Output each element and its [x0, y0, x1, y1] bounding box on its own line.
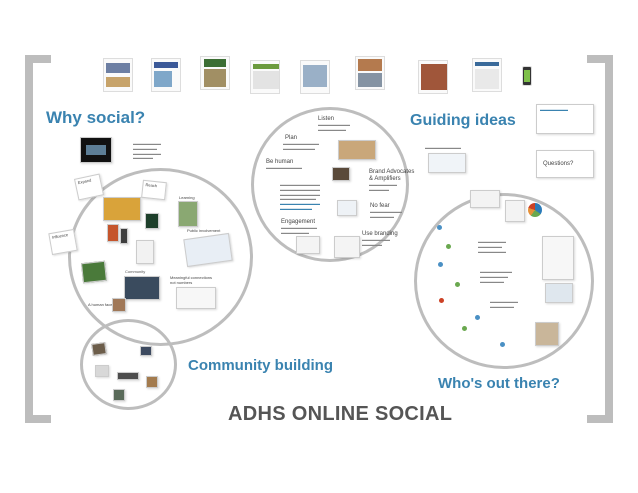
- reach-card[interactable]: Reach: [141, 180, 167, 200]
- plan-notes: ▬▬▬▬▬▬▬▬▬▬▬▬▬▬▬▬▬: [283, 142, 319, 152]
- community-photo-strip[interactable]: [117, 372, 139, 380]
- why-social-heading[interactable]: Why social?: [46, 108, 145, 128]
- social-icon-1: [437, 225, 442, 230]
- right-circle-notes-3: ▬▬▬▬▬▬▬▬▬▬▬▬▬: [490, 300, 518, 310]
- public-involvement-label: Public involvement: [187, 229, 220, 233]
- not-numbers-label: not numbers: [170, 281, 192, 285]
- engagement-notes: ▬▬▬▬▬▬▬▬▬▬▬▬▬▬▬▬: [281, 226, 317, 236]
- community-screenshot[interactable]: [124, 276, 160, 300]
- ebook-cover[interactable]: [145, 213, 159, 229]
- right-circle-notes-2: ▬▬▬▬▬▬▬▬▬▬▬▬▬▬▬▬▬▬▬▬▬: [480, 270, 512, 284]
- presentation-title: ADHS ONLINE SOCIAL: [228, 403, 452, 426]
- influence-label: Influence: [52, 233, 69, 240]
- questions-card[interactable]: Questions?: [536, 150, 594, 178]
- photo-thumb[interactable]: [535, 322, 559, 346]
- center-screenshot-1[interactable]: [296, 236, 320, 254]
- brand-advocates-notes: ▬▬▬▬▬▬▬▬▬▬▬▬: [369, 183, 397, 193]
- social-icon-6: [475, 315, 480, 320]
- right-screenshot-2[interactable]: [470, 190, 500, 208]
- expand-label: Expand: [78, 178, 92, 185]
- social-icon-3: [438, 262, 443, 267]
- center-screenshot-2[interactable]: [334, 236, 360, 258]
- right-screenshot-3[interactable]: [505, 200, 525, 222]
- center-text-block: ▬▬▬▬▬▬▬▬▬▬▬▬▬▬▬▬▬▬▬▬▬▬▬▬▬▬▬▬▬▬▬▬▬▬▬▬▬▬▬▬…: [280, 183, 320, 212]
- be-human-photo[interactable]: [332, 167, 350, 181]
- influence-card[interactable]: Influence: [48, 229, 77, 255]
- learning-card[interactable]: Learning: [178, 201, 198, 227]
- learning-label: Learning: [179, 196, 195, 200]
- community-building-heading[interactable]: Community building: [188, 357, 333, 374]
- social-icon-8: [500, 342, 505, 347]
- phone-screenshot[interactable]: [120, 228, 128, 244]
- stats-panel[interactable]: [542, 236, 574, 280]
- brand-advocates-label[interactable]: Brand Advocates: [369, 169, 414, 175]
- reach-label: Reach: [145, 183, 157, 188]
- social-icon-7: [462, 326, 467, 331]
- right-circle-notes: ▬▬▬▬▬▬▬▬▬▬▬▬▬▬▬▬▬▬▬▬: [478, 240, 506, 254]
- social-post-card[interactable]: [81, 261, 107, 283]
- community-photo-5[interactable]: [113, 389, 125, 401]
- photo-collage[interactable]: [103, 197, 141, 221]
- right-screenshot-1[interactable]: [428, 153, 466, 173]
- be-human-notes: ▬▬▬▬▬▬▬▬▬: [266, 166, 302, 171]
- map-thumb[interactable]: [545, 283, 573, 303]
- connections-screenshot[interactable]: [176, 287, 216, 309]
- community-label: Community: [125, 270, 145, 274]
- no-fear-notes: ▬▬▬▬▬▬▬▬▬▬▬▬▬▬: [370, 210, 402, 220]
- engagement-screenshot[interactable]: [337, 200, 357, 216]
- social-icon-4: [455, 282, 460, 287]
- social-icon-2: [446, 244, 451, 249]
- photo-banner[interactable]: [107, 224, 119, 242]
- guiding-ideas-heading[interactable]: Guiding ideas: [410, 112, 516, 130]
- pie-chart-icon: [528, 203, 542, 217]
- listen-notes: ▬▬▬▬▬▬▬▬▬▬▬▬▬▬▬: [318, 123, 350, 133]
- community-photo-3[interactable]: [95, 365, 109, 377]
- a-human-face-label: A human face: [88, 303, 112, 307]
- social-icon-5: [439, 298, 444, 303]
- why-social-notes: ▬▬▬▬▬▬▬▬▬▬▬▬▬▬▬▬▬▬▬▬▬▬▬▬▬: [133, 142, 161, 161]
- questions-label: Questions?: [543, 161, 573, 167]
- use-branding-notes: ▬▬▬▬▬▬▬▬▬▬▬▬: [362, 238, 390, 248]
- right-notes: ▬▬▬▬▬▬▬▬▬: [425, 146, 461, 151]
- guiding-doc[interactable]: ▬▬▬▬▬▬▬: [536, 104, 594, 134]
- human-face-photo[interactable]: [112, 298, 126, 312]
- community-photo-4[interactable]: [146, 376, 158, 388]
- mobile-app-card[interactable]: [136, 240, 154, 264]
- video-thumbnail[interactable]: [80, 137, 112, 163]
- plan-photos[interactable]: [338, 140, 376, 160]
- whos-out-there-heading[interactable]: Who's out there?: [438, 375, 560, 392]
- community-photo-1[interactable]: [91, 342, 107, 356]
- community-photo-2[interactable]: [140, 346, 152, 356]
- guiding-doc-text: ▬▬▬▬▬▬▬: [540, 108, 568, 113]
